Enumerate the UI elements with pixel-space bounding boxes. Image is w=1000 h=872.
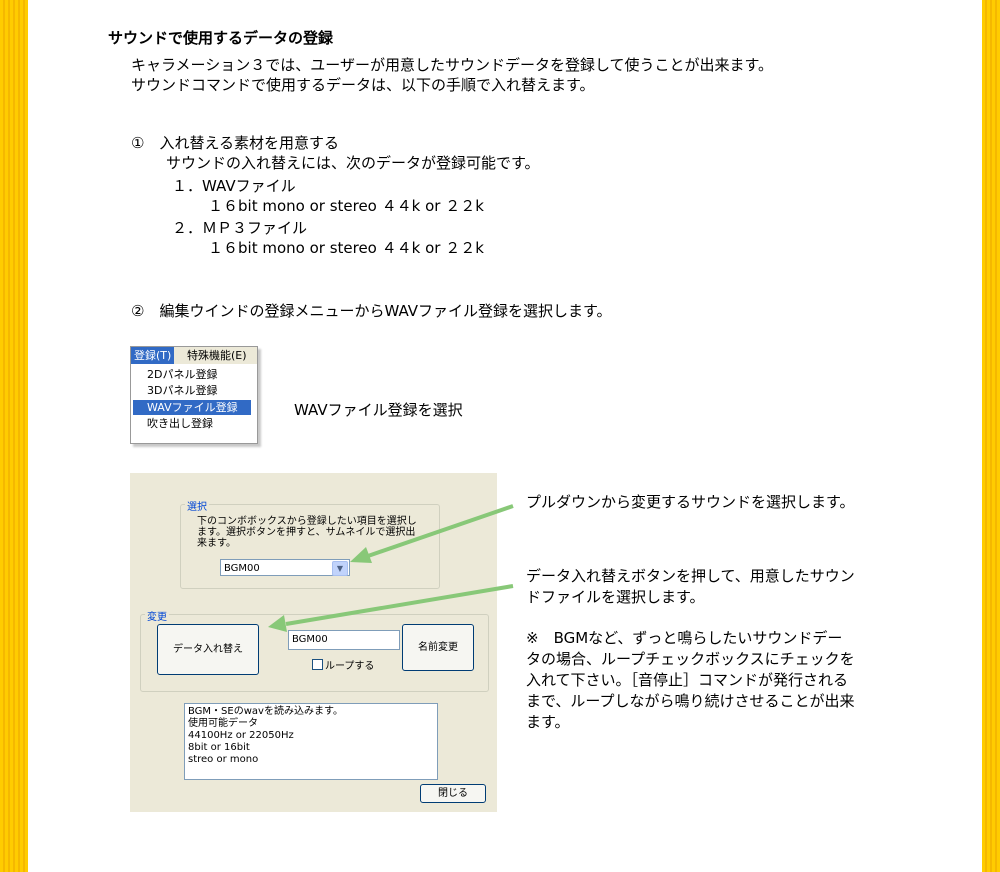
arrow-head-icon bbox=[268, 615, 287, 632]
select-group bbox=[180, 504, 440, 589]
intro-line: キャラメーション３では、ユーザーが用意したサウンドデータを登録して使うことが出来… bbox=[131, 56, 774, 74]
loop-checkbox[interactable]: ループする bbox=[312, 657, 374, 672]
step1-heading: ① 入れ替える素材を用意する bbox=[131, 134, 339, 152]
info-line: streo or mono bbox=[188, 754, 259, 765]
select-description-line: 下のコンボボックスから登録したい項目を選択し bbox=[197, 516, 417, 527]
callout-loop-note: ※ BGMなど、ずっと鳴らしたいサウンドデー タの場合、ループチェックボックスに… bbox=[526, 628, 855, 733]
arrow-line bbox=[367, 504, 514, 558]
intro-paragraph: キャラメーション３では、ユーザーが用意したサウンドデータを登録して使うことが出来… bbox=[131, 55, 773, 95]
callout-line: データ入れ替えボタンを押して、用意したサウン bbox=[526, 567, 855, 585]
menu-item-wav-file[interactable]: WAVファイル登録 bbox=[133, 400, 251, 415]
info-line: 44100Hz or 22050Hz bbox=[188, 730, 294, 741]
select-description: 下のコンボボックスから登録したい項目を選択し ます。選択ボタンを押すと、サムネイ… bbox=[197, 516, 417, 549]
format-item-spec: １６bit mono or stereo ４４k or ２２k bbox=[208, 197, 484, 215]
note-line: 入れて下さい。［音停止］コマンドが発行される bbox=[526, 671, 849, 689]
left-border-stripes bbox=[0, 0, 28, 872]
rename-button[interactable]: 名前変更 bbox=[402, 624, 474, 671]
register-menu: 登録(T) 特殊機能(E) 2Dパネル登録 3Dパネル登録 WAVファイル登録 … bbox=[130, 346, 258, 444]
change-group bbox=[140, 614, 489, 692]
page-title: サウンドで使用するデータの登録 bbox=[108, 29, 334, 47]
menu-bar: 登録(T) 特殊機能(E) bbox=[131, 347, 257, 364]
document-page: サウンドで使用するデータの登録 キャラメーション３では、ユーザーが用意したサウン… bbox=[28, 0, 982, 872]
callout-line: ドファイルを選択します。 bbox=[526, 588, 705, 606]
combobox-value: BGM00 bbox=[224, 563, 260, 574]
info-textbox: BGM・SEのwavを読み込みます。 使用可能データ 44100Hz or 22… bbox=[184, 703, 438, 780]
format-item-spec: １６bit mono or stereo ４４k or ２２k bbox=[208, 239, 484, 257]
note-line: ※ BGMなど、ずっと鳴らしたいサウンドデー bbox=[526, 629, 843, 647]
callout-arrows bbox=[268, 504, 514, 632]
intro-line: サウンドコマンドで使用するデータは、以下の手順で入れ替えます。 bbox=[131, 76, 595, 94]
format-item-label: １．WAVファイル bbox=[172, 177, 296, 195]
change-group-label: 変更 bbox=[145, 608, 169, 623]
sound-combobox[interactable]: BGM00 ▼ bbox=[220, 559, 350, 576]
right-border-stripes bbox=[982, 0, 1000, 872]
note-line: タの場合、ループチェックボックスにチェックを bbox=[526, 650, 855, 668]
sound-name-input[interactable]: BGM00 bbox=[288, 630, 400, 650]
close-button[interactable]: 閉じる bbox=[420, 784, 486, 803]
info-line: 使用可能データ bbox=[188, 718, 258, 729]
note-line: まで、ループしながら鳴り続けさせることが出来 bbox=[526, 692, 855, 710]
info-line: 8bit or 16bit bbox=[188, 742, 250, 753]
select-group-label: 選択 bbox=[185, 498, 209, 513]
select-description-line: 来ます。 bbox=[197, 538, 236, 549]
step1-description: サウンドの入れ替えには、次のデータが登録可能です。 bbox=[166, 154, 540, 172]
menu-item-3d-panel[interactable]: 3Dパネル登録 bbox=[147, 384, 218, 397]
step2-heading: ② 編集ウインドの登録メニューからWAVファイル登録を選択します。 bbox=[131, 302, 612, 320]
replace-data-button[interactable]: データ入れ替え bbox=[157, 624, 259, 675]
chevron-down-icon[interactable]: ▼ bbox=[332, 561, 348, 576]
menu-register[interactable]: 登録(T) bbox=[131, 347, 175, 364]
select-description-line: ます。選択ボタンを押すと、サムネイルで選択出 bbox=[197, 527, 416, 538]
menu-special-functions[interactable]: 特殊機能(E) bbox=[187, 349, 247, 362]
loop-checkbox-label: ループする bbox=[325, 661, 375, 672]
callout-pulldown: プルダウンから変更するサウンドを選択します。 bbox=[526, 493, 855, 511]
arrow-line bbox=[285, 584, 514, 626]
menu-caption: WAVファイル登録を選択 bbox=[294, 401, 463, 419]
note-line: ます。 bbox=[526, 713, 570, 731]
arrow-head-icon bbox=[350, 547, 372, 563]
sound-register-dialog: 選択 下のコンボボックスから登録したい項目を選択し ます。選択ボタンを押すと、サ… bbox=[130, 473, 497, 812]
info-line: BGM・SEのwavを読み込みます。 bbox=[188, 706, 343, 717]
format-item-label: ２．ＭＰ３ファイル bbox=[172, 219, 308, 237]
callout-replace: データ入れ替えボタンを押して、用意したサウン ドファイルを選択します。 bbox=[526, 566, 855, 608]
checkbox-box[interactable] bbox=[312, 659, 323, 670]
menu-item-speech-bubble[interactable]: 吹き出し登録 bbox=[147, 417, 213, 430]
menu-item-2d-panel[interactable]: 2Dパネル登録 bbox=[147, 368, 218, 381]
